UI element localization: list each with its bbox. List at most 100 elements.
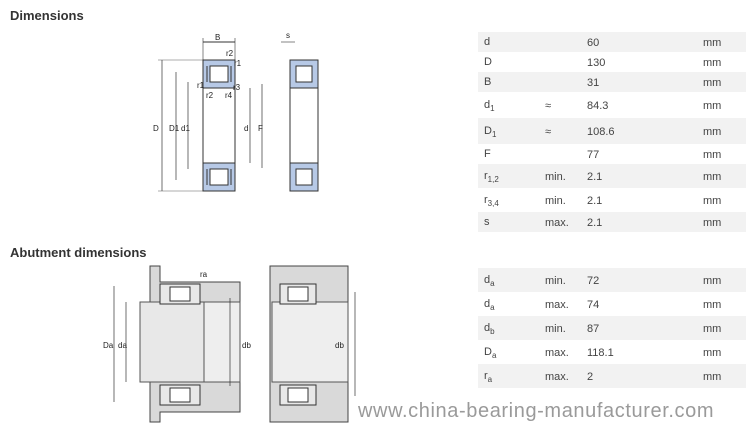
value-cell: 31 bbox=[587, 77, 600, 89]
unit-cell: mm bbox=[703, 347, 722, 359]
qualifier-cell: min. bbox=[545, 323, 566, 335]
label-r1b: r1 bbox=[197, 81, 205, 90]
dimensions-heading: Dimensions bbox=[10, 8, 84, 23]
symbol-subscript: 1,2 bbox=[487, 175, 499, 185]
value-cell: 108.6 bbox=[587, 126, 615, 138]
symbol-subscript: 1 bbox=[491, 130, 497, 140]
symbol-text: r bbox=[484, 369, 488, 382]
symbol-text: d bbox=[484, 273, 491, 286]
label-r2b: r2 bbox=[206, 91, 214, 100]
dimensions-row: s max. 2.1 mm bbox=[478, 212, 746, 232]
dimensions-row: B 31 mm bbox=[478, 72, 746, 92]
value-cell: 87 bbox=[587, 323, 600, 335]
symbol-subscript: 1 bbox=[490, 104, 495, 114]
unit-cell: mm bbox=[703, 57, 722, 69]
value-cell: 2 bbox=[587, 371, 594, 383]
unit-cell: mm bbox=[703, 323, 722, 335]
dimensions-row: F 77 mm bbox=[478, 144, 746, 164]
symbol-text: d bbox=[484, 321, 491, 334]
symbol-cell: D1 bbox=[478, 125, 545, 139]
label-db: db bbox=[242, 341, 251, 350]
unit-cell: mm bbox=[703, 100, 722, 112]
symbol-cell: F bbox=[478, 148, 545, 162]
value-cell: 2.1 bbox=[587, 195, 603, 207]
symbol-subscript: a bbox=[491, 351, 497, 361]
symbol-text: F bbox=[484, 147, 491, 160]
symbol-subscript: a bbox=[490, 303, 495, 313]
label-r4: r4 bbox=[225, 91, 233, 100]
qualifier-cell: max. bbox=[545, 299, 569, 311]
value-cell: 84.3 bbox=[587, 100, 609, 112]
label-Da: Da bbox=[103, 341, 114, 350]
value-cell: 74 bbox=[587, 299, 600, 311]
symbol-cell: db bbox=[478, 322, 545, 336]
symbol-cell: da bbox=[478, 298, 545, 312]
qualifier-cell: ≈ bbox=[545, 100, 552, 112]
symbol-cell: d1 bbox=[478, 99, 545, 113]
qualifier-cell: min. bbox=[545, 171, 566, 183]
symbol-cell: Da bbox=[478, 346, 545, 360]
label-ra: ra bbox=[200, 270, 208, 279]
qualifier-cell: max. bbox=[545, 371, 569, 383]
watermark-text: www.china-bearing-manufacturer.com bbox=[358, 400, 715, 422]
unit-cell: mm bbox=[703, 149, 722, 161]
symbol-text: D bbox=[484, 124, 492, 137]
qualifier-cell: ≈ bbox=[545, 126, 552, 138]
label-d: d bbox=[244, 124, 248, 133]
label-db-right: db bbox=[335, 341, 344, 350]
label-d1: d1 bbox=[181, 124, 190, 133]
unit-cell: mm bbox=[703, 275, 722, 287]
symbol-text: s bbox=[484, 215, 490, 228]
abutment-drawing: Da da db ra db bbox=[103, 265, 356, 423]
label-da: da bbox=[118, 341, 127, 350]
symbol-cell: r3,4 bbox=[478, 194, 545, 208]
unit-cell: mm bbox=[703, 77, 722, 89]
label-D: D bbox=[153, 124, 159, 133]
symbol-text: r bbox=[484, 169, 488, 182]
value-cell: 2.1 bbox=[587, 217, 603, 229]
symbol-subscript: a bbox=[490, 279, 495, 289]
symbol-text: d bbox=[484, 297, 491, 310]
label-r1: r1 bbox=[234, 59, 242, 68]
qualifier-cell: max. bbox=[545, 217, 569, 229]
symbol-subscript: b bbox=[490, 327, 495, 337]
unit-cell: mm bbox=[703, 171, 722, 183]
symbol-text: r bbox=[484, 193, 488, 206]
value-cell: 77 bbox=[587, 149, 600, 161]
label-F: F bbox=[258, 124, 263, 133]
label-r3: r3 bbox=[233, 83, 241, 92]
symbol-cell: s bbox=[478, 216, 545, 230]
unit-cell: mm bbox=[703, 299, 722, 311]
symbol-text: D bbox=[484, 55, 492, 68]
unit-cell: mm bbox=[703, 126, 722, 138]
value-cell: 118.1 bbox=[587, 347, 614, 359]
label-s: s bbox=[286, 31, 290, 40]
qualifier-cell: min. bbox=[545, 275, 566, 287]
symbol-text: d bbox=[484, 35, 491, 48]
unit-cell: mm bbox=[703, 217, 722, 229]
symbol-cell: r1,2 bbox=[478, 170, 545, 184]
abutment-heading: Abutment dimensions bbox=[10, 245, 147, 260]
qualifier-cell: max. bbox=[545, 347, 569, 359]
value-cell: 60 bbox=[587, 37, 600, 49]
symbol-cell: B bbox=[478, 76, 545, 90]
bearing-dimension-drawing: B r2 r1 r1 r2 r3 r4 D D1 d1 d F s bbox=[153, 31, 319, 192]
unit-cell: mm bbox=[703, 371, 722, 383]
symbol-cell: da bbox=[478, 274, 545, 288]
symbol-subscript: 3,4 bbox=[487, 199, 499, 209]
symbol-text: d bbox=[484, 98, 491, 111]
symbol-cell: d bbox=[478, 36, 545, 50]
symbol-text: D bbox=[484, 345, 492, 358]
